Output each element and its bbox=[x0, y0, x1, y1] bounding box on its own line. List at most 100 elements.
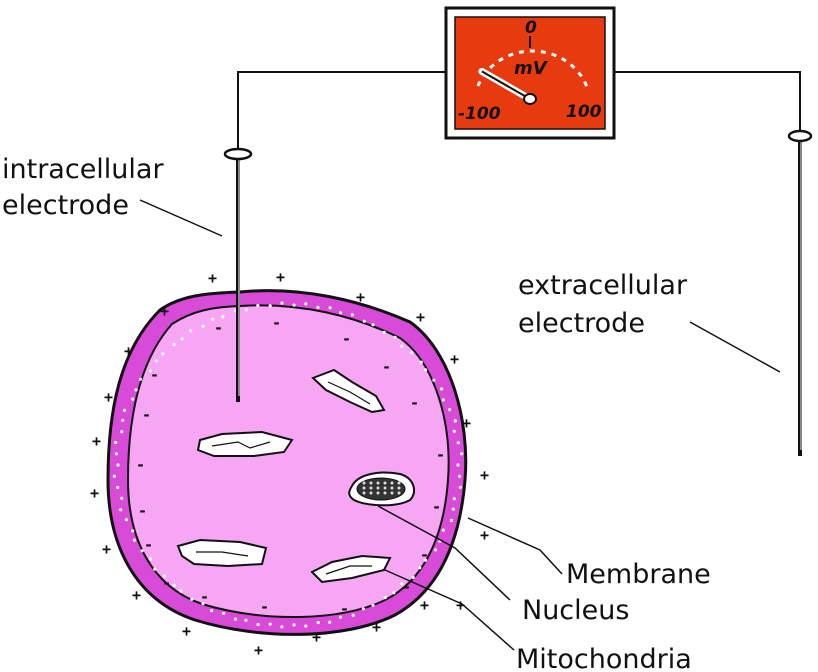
membrane-granule bbox=[350, 313, 354, 317]
positive-charge: + bbox=[456, 596, 465, 614]
positive-charge: + bbox=[450, 350, 459, 368]
negative-charge: - bbox=[436, 446, 445, 464]
membrane-granule bbox=[201, 324, 205, 328]
membrane-granule bbox=[140, 549, 144, 553]
membrane-granule bbox=[456, 441, 460, 445]
membrane-granule bbox=[361, 607, 365, 611]
positive-charge: + bbox=[208, 269, 217, 287]
membrane-granule bbox=[304, 624, 308, 628]
inside-negative-charges: ------------------ bbox=[136, 314, 445, 618]
membrane-granule bbox=[411, 575, 415, 580]
chromatin-granule bbox=[383, 486, 387, 490]
positive-charge: + bbox=[372, 618, 381, 636]
leader-mitochondria bbox=[384, 569, 515, 651]
positive-charge: + bbox=[90, 484, 99, 502]
negative-charge: - bbox=[144, 536, 153, 554]
membrane-granule bbox=[441, 528, 445, 532]
voltmeter: 0 mV -100 100 bbox=[444, 6, 616, 140]
membrane-granule bbox=[172, 343, 176, 347]
membrane-granule bbox=[179, 589, 183, 593]
label-extracellular-line1: extracellular bbox=[518, 270, 688, 301]
membrane-granule bbox=[132, 538, 136, 542]
membrane-granule bbox=[328, 306, 332, 310]
membrane-granule bbox=[338, 615, 343, 619]
negative-charge: - bbox=[342, 330, 351, 348]
negative-charge: - bbox=[162, 574, 171, 592]
positive-charge: + bbox=[420, 596, 429, 614]
membrane-granule bbox=[131, 397, 135, 401]
negative-charge: - bbox=[420, 546, 429, 564]
membrane-granule bbox=[338, 311, 343, 315]
negative-charge: - bbox=[272, 314, 281, 332]
membrane-granule bbox=[419, 360, 423, 364]
chromatin-granule bbox=[390, 481, 394, 485]
chromatin-granule bbox=[362, 486, 366, 490]
membrane-granule bbox=[316, 305, 320, 309]
membrane-granule bbox=[400, 344, 404, 348]
negative-charge: - bbox=[150, 366, 159, 384]
membrane-granule bbox=[456, 463, 460, 467]
membrane-granule bbox=[154, 359, 158, 363]
outside-positive-charges: +++++++++++++++++++++ bbox=[90, 268, 489, 659]
membrane-granule bbox=[458, 474, 462, 478]
positive-charge: + bbox=[132, 586, 141, 604]
membrane-granule bbox=[418, 566, 422, 570]
negative-charge: - bbox=[382, 358, 391, 376]
membrane-granule bbox=[161, 352, 165, 356]
chromatin-granule bbox=[390, 491, 394, 495]
membrane-granule bbox=[268, 622, 272, 626]
membrane-granule bbox=[114, 440, 118, 445]
positive-charge: + bbox=[276, 268, 285, 286]
membrane-granule bbox=[210, 609, 214, 613]
membrane-granule bbox=[410, 350, 414, 355]
leader-nucleus bbox=[377, 505, 511, 601]
membrane-granule bbox=[392, 591, 396, 595]
positive-charge: + bbox=[462, 414, 471, 432]
membrane-granule bbox=[449, 518, 454, 523]
voltmeter-unit: mV bbox=[514, 58, 549, 79]
membrane-granule bbox=[351, 613, 355, 617]
membrane-granule bbox=[328, 620, 332, 624]
membrane-granule bbox=[121, 418, 125, 422]
membrane-granule bbox=[124, 518, 128, 522]
chromatin-granules bbox=[362, 481, 401, 495]
membrane-granule bbox=[453, 419, 457, 423]
voltmeter-zero-label: 0 bbox=[525, 18, 537, 38]
membrane-granule bbox=[116, 463, 120, 467]
chromatin-granule bbox=[383, 481, 387, 485]
membrane-granule bbox=[190, 597, 194, 601]
membrane-granule bbox=[131, 529, 135, 533]
membrane-granule bbox=[440, 387, 444, 391]
positive-charge: + bbox=[124, 342, 133, 360]
mitochondrion-1-cristae bbox=[211, 441, 271, 449]
positive-charge: + bbox=[356, 288, 365, 306]
leader-intracellular bbox=[139, 199, 223, 237]
membrane-granule bbox=[458, 485, 462, 489]
membrane-granule bbox=[316, 621, 320, 625]
negative-charge: - bbox=[410, 394, 419, 412]
membrane-granule bbox=[148, 557, 153, 561]
voltmeter-dial-arc bbox=[476, 49, 590, 91]
membrane-granule bbox=[138, 377, 142, 381]
negative-charge: - bbox=[200, 588, 209, 606]
membrane-granule bbox=[292, 303, 296, 307]
cell-cytoplasm bbox=[126, 304, 450, 618]
membrane-granule bbox=[393, 335, 397, 339]
membrane-granule bbox=[148, 369, 153, 373]
chromatin-granule bbox=[369, 491, 373, 495]
voltmeter-pivot bbox=[523, 93, 537, 105]
positive-charge: + bbox=[104, 388, 113, 406]
membrane-granule bbox=[116, 485, 120, 490]
membrane-granule bbox=[292, 623, 296, 627]
membrane-granule bbox=[114, 452, 118, 456]
membrane-granule bbox=[280, 625, 284, 629]
chromatin-granule bbox=[383, 491, 387, 495]
cell bbox=[106, 289, 468, 636]
membrane-granule bbox=[172, 583, 176, 588]
membrane-granule bbox=[120, 496, 124, 500]
membrane-granule bbox=[452, 429, 456, 433]
membrane-granule bbox=[280, 301, 284, 305]
membrane-granule bbox=[441, 398, 445, 402]
voltmeter-needle-core bbox=[481, 70, 531, 100]
negative-charge: - bbox=[340, 600, 349, 618]
